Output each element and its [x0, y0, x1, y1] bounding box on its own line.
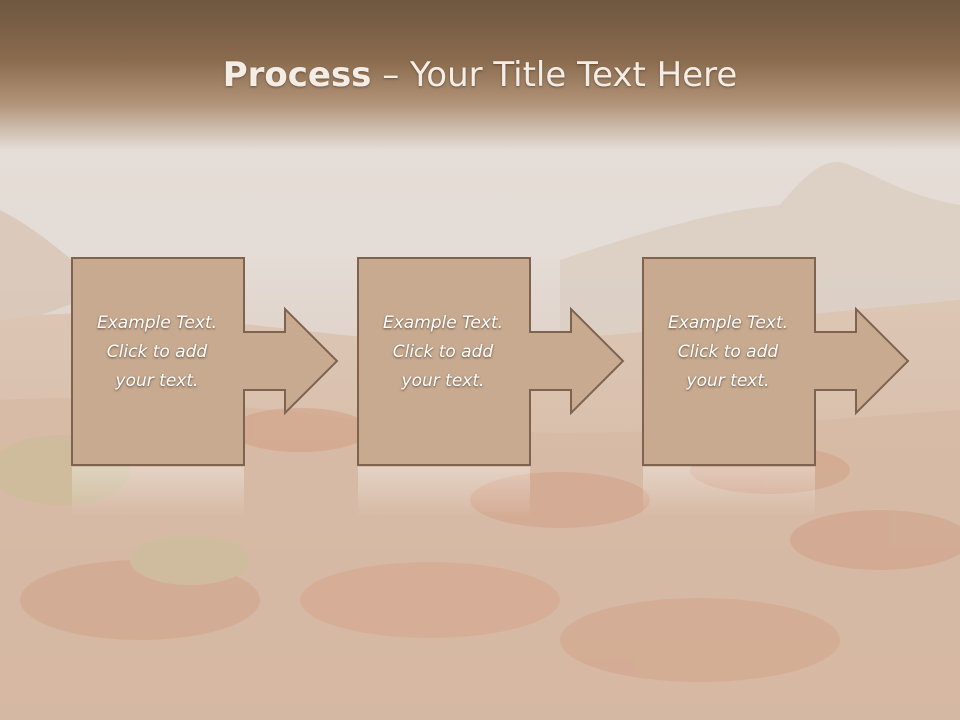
- step-text-line: Example Text.: [667, 313, 789, 333]
- step-text-line: Click to add: [677, 342, 779, 362]
- step-shape: [357, 257, 625, 517]
- step-text-line: Click to add: [392, 342, 494, 362]
- process-step-2[interactable]: Example Text. Click to add your text.: [357, 257, 647, 517]
- process-step-1[interactable]: Example Text. Click to add your text.: [71, 257, 361, 517]
- step-text: Example Text. Click to add your text.: [71, 309, 243, 396]
- step-text-line: Click to add: [106, 342, 208, 362]
- step-text-line: your text.: [115, 371, 199, 391]
- title-bold: Process: [222, 55, 372, 95]
- step-text: Example Text. Click to add your text.: [357, 309, 529, 396]
- title-band: [0, 0, 960, 150]
- process-step-3[interactable]: Example Text. Click to add your text.: [642, 257, 932, 517]
- step-text-line: your text.: [686, 371, 770, 391]
- step-text: Example Text. Click to add your text.: [642, 309, 814, 396]
- step-text-line: Example Text.: [96, 313, 218, 333]
- title-rest: – Your Title Text Here: [371, 55, 738, 95]
- step-shape: [642, 257, 910, 517]
- slide-title[interactable]: Process – Your Title Text Here: [0, 52, 960, 98]
- step-text-line: your text.: [401, 371, 485, 391]
- step-text-line: Example Text.: [382, 313, 504, 333]
- step-shape: [71, 257, 339, 517]
